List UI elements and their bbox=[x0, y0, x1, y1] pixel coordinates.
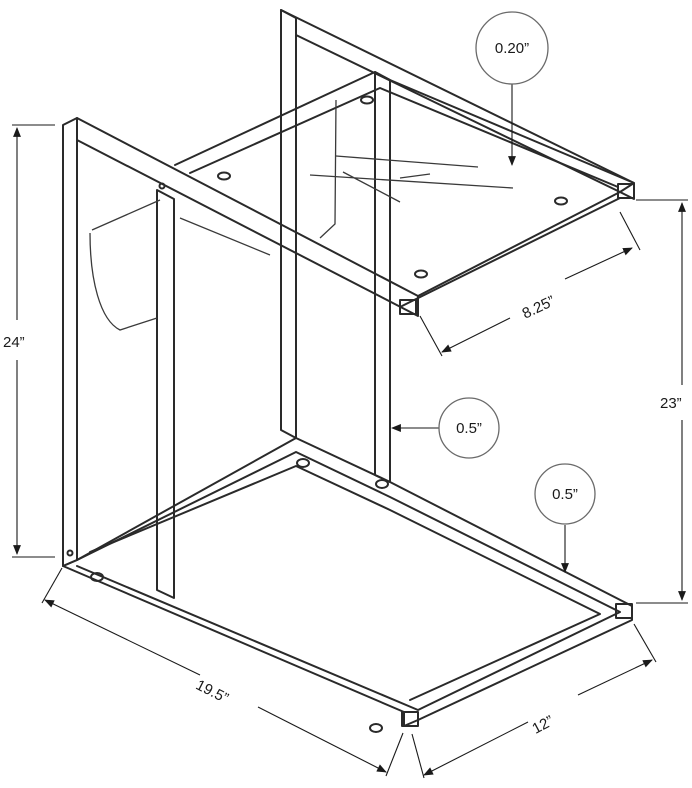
dim-19-line-left bbox=[44, 599, 201, 676]
tray-bottom-rail bbox=[401, 197, 621, 307]
dim-23-label: 23” bbox=[660, 395, 682, 412]
dim-8-ext-right bbox=[619, 211, 641, 251]
screw-base bbox=[66, 549, 74, 557]
dim-12-label: 12” bbox=[529, 712, 556, 737]
dim-8-ext-left bbox=[419, 315, 443, 357]
dimension-lines bbox=[12, 82, 688, 779]
callout-tube-base-text: 0.5” bbox=[552, 486, 578, 503]
dim-12-ext-left bbox=[411, 733, 425, 779]
dim-24-label: 24” bbox=[3, 334, 25, 351]
end-cap-tray bbox=[399, 299, 417, 315]
callout-glass-text: 0.20” bbox=[495, 40, 529, 57]
base-inner bbox=[76, 451, 621, 711]
dim-19-line-right bbox=[257, 706, 387, 773]
dim-19-ext-right bbox=[385, 732, 404, 777]
tray-bolts bbox=[217, 95, 568, 279]
callout-glass: 0.20” bbox=[475, 11, 549, 85]
glides bbox=[90, 458, 389, 733]
dim-8-line-left bbox=[441, 317, 511, 353]
glass-edge bbox=[319, 99, 337, 239]
dim-19-label: 19.5” bbox=[193, 676, 231, 707]
end-cap-back bbox=[617, 183, 635, 199]
front-upright bbox=[62, 117, 78, 567]
table-frame bbox=[62, 9, 635, 733]
end-cap-base-front bbox=[401, 711, 419, 727]
screw-top bbox=[158, 182, 166, 190]
tray-front-rail bbox=[174, 71, 635, 297]
callout-tube-vertical-text: 0.5” bbox=[456, 420, 482, 437]
back-upright bbox=[280, 9, 297, 439]
dim-12-ext-right bbox=[633, 623, 657, 663]
dim-8-label: 8.25” bbox=[520, 293, 558, 323]
dim-19-ext-left bbox=[41, 567, 63, 604]
callout-tube-base: 0.5” bbox=[534, 463, 596, 525]
tray-side-rail bbox=[189, 87, 619, 188]
callout-tube-vertical: 0.5” bbox=[438, 397, 500, 459]
front-upright-inner bbox=[76, 117, 419, 317]
magazine-sling bbox=[89, 199, 271, 331]
end-cap-base-right bbox=[615, 603, 633, 619]
dim-8-line-right bbox=[564, 247, 633, 280]
middle-post bbox=[156, 189, 175, 599]
glass-reflection bbox=[309, 155, 514, 203]
base-inner-2 bbox=[89, 465, 601, 701]
dim-12-line-left bbox=[423, 721, 529, 776]
dim-12-line-right bbox=[577, 659, 653, 696]
